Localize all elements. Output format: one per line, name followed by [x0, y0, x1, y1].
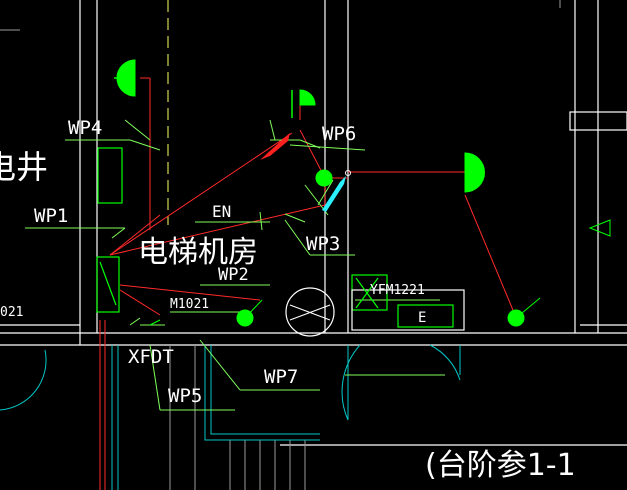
label-wp5: WP5	[168, 385, 202, 407]
wall-light-icon	[464, 152, 485, 193]
ceiling-light-icon	[315, 169, 333, 187]
secondary-lines	[0, 0, 561, 490]
doors	[0, 344, 461, 490]
equipment	[96, 147, 465, 337]
label-e: E	[418, 310, 426, 326]
wiring	[99, 77, 516, 490]
wall-light-icon	[299, 89, 316, 106]
label-room: 电梯机房	[138, 235, 258, 270]
distribution-panel-lower	[96, 256, 120, 313]
green-arrow-icon	[588, 219, 611, 237]
label-m1021: M1021	[170, 297, 209, 312]
yfm-door-frame	[351, 289, 465, 331]
red-arrow-icon	[260, 133, 290, 160]
label-wp1: WP1	[34, 205, 68, 227]
label-stair-note: (台阶参1-1	[425, 448, 576, 483]
label-wp4: WP4	[68, 117, 102, 139]
panel-e	[397, 304, 454, 328]
node-marker	[345, 170, 351, 176]
devices	[114, 59, 541, 327]
label-en: EN	[212, 202, 231, 221]
label-wp7: WP7	[264, 366, 298, 388]
label-wp6: WP6	[322, 123, 356, 145]
fan-symbol	[285, 287, 335, 337]
distribution-panel-upper	[97, 147, 123, 204]
label-wp2: WP2	[218, 265, 249, 285]
label-xfdt: XFDT	[128, 346, 174, 368]
label-shaft: 电井	[0, 148, 48, 186]
leaders	[25, 119, 445, 411]
label-yfm1221: YFM1221	[370, 283, 425, 298]
label-m1021-left: 021	[0, 305, 23, 320]
cyan-arrow-icon	[322, 176, 346, 212]
label-wp3: WP3	[306, 233, 340, 255]
